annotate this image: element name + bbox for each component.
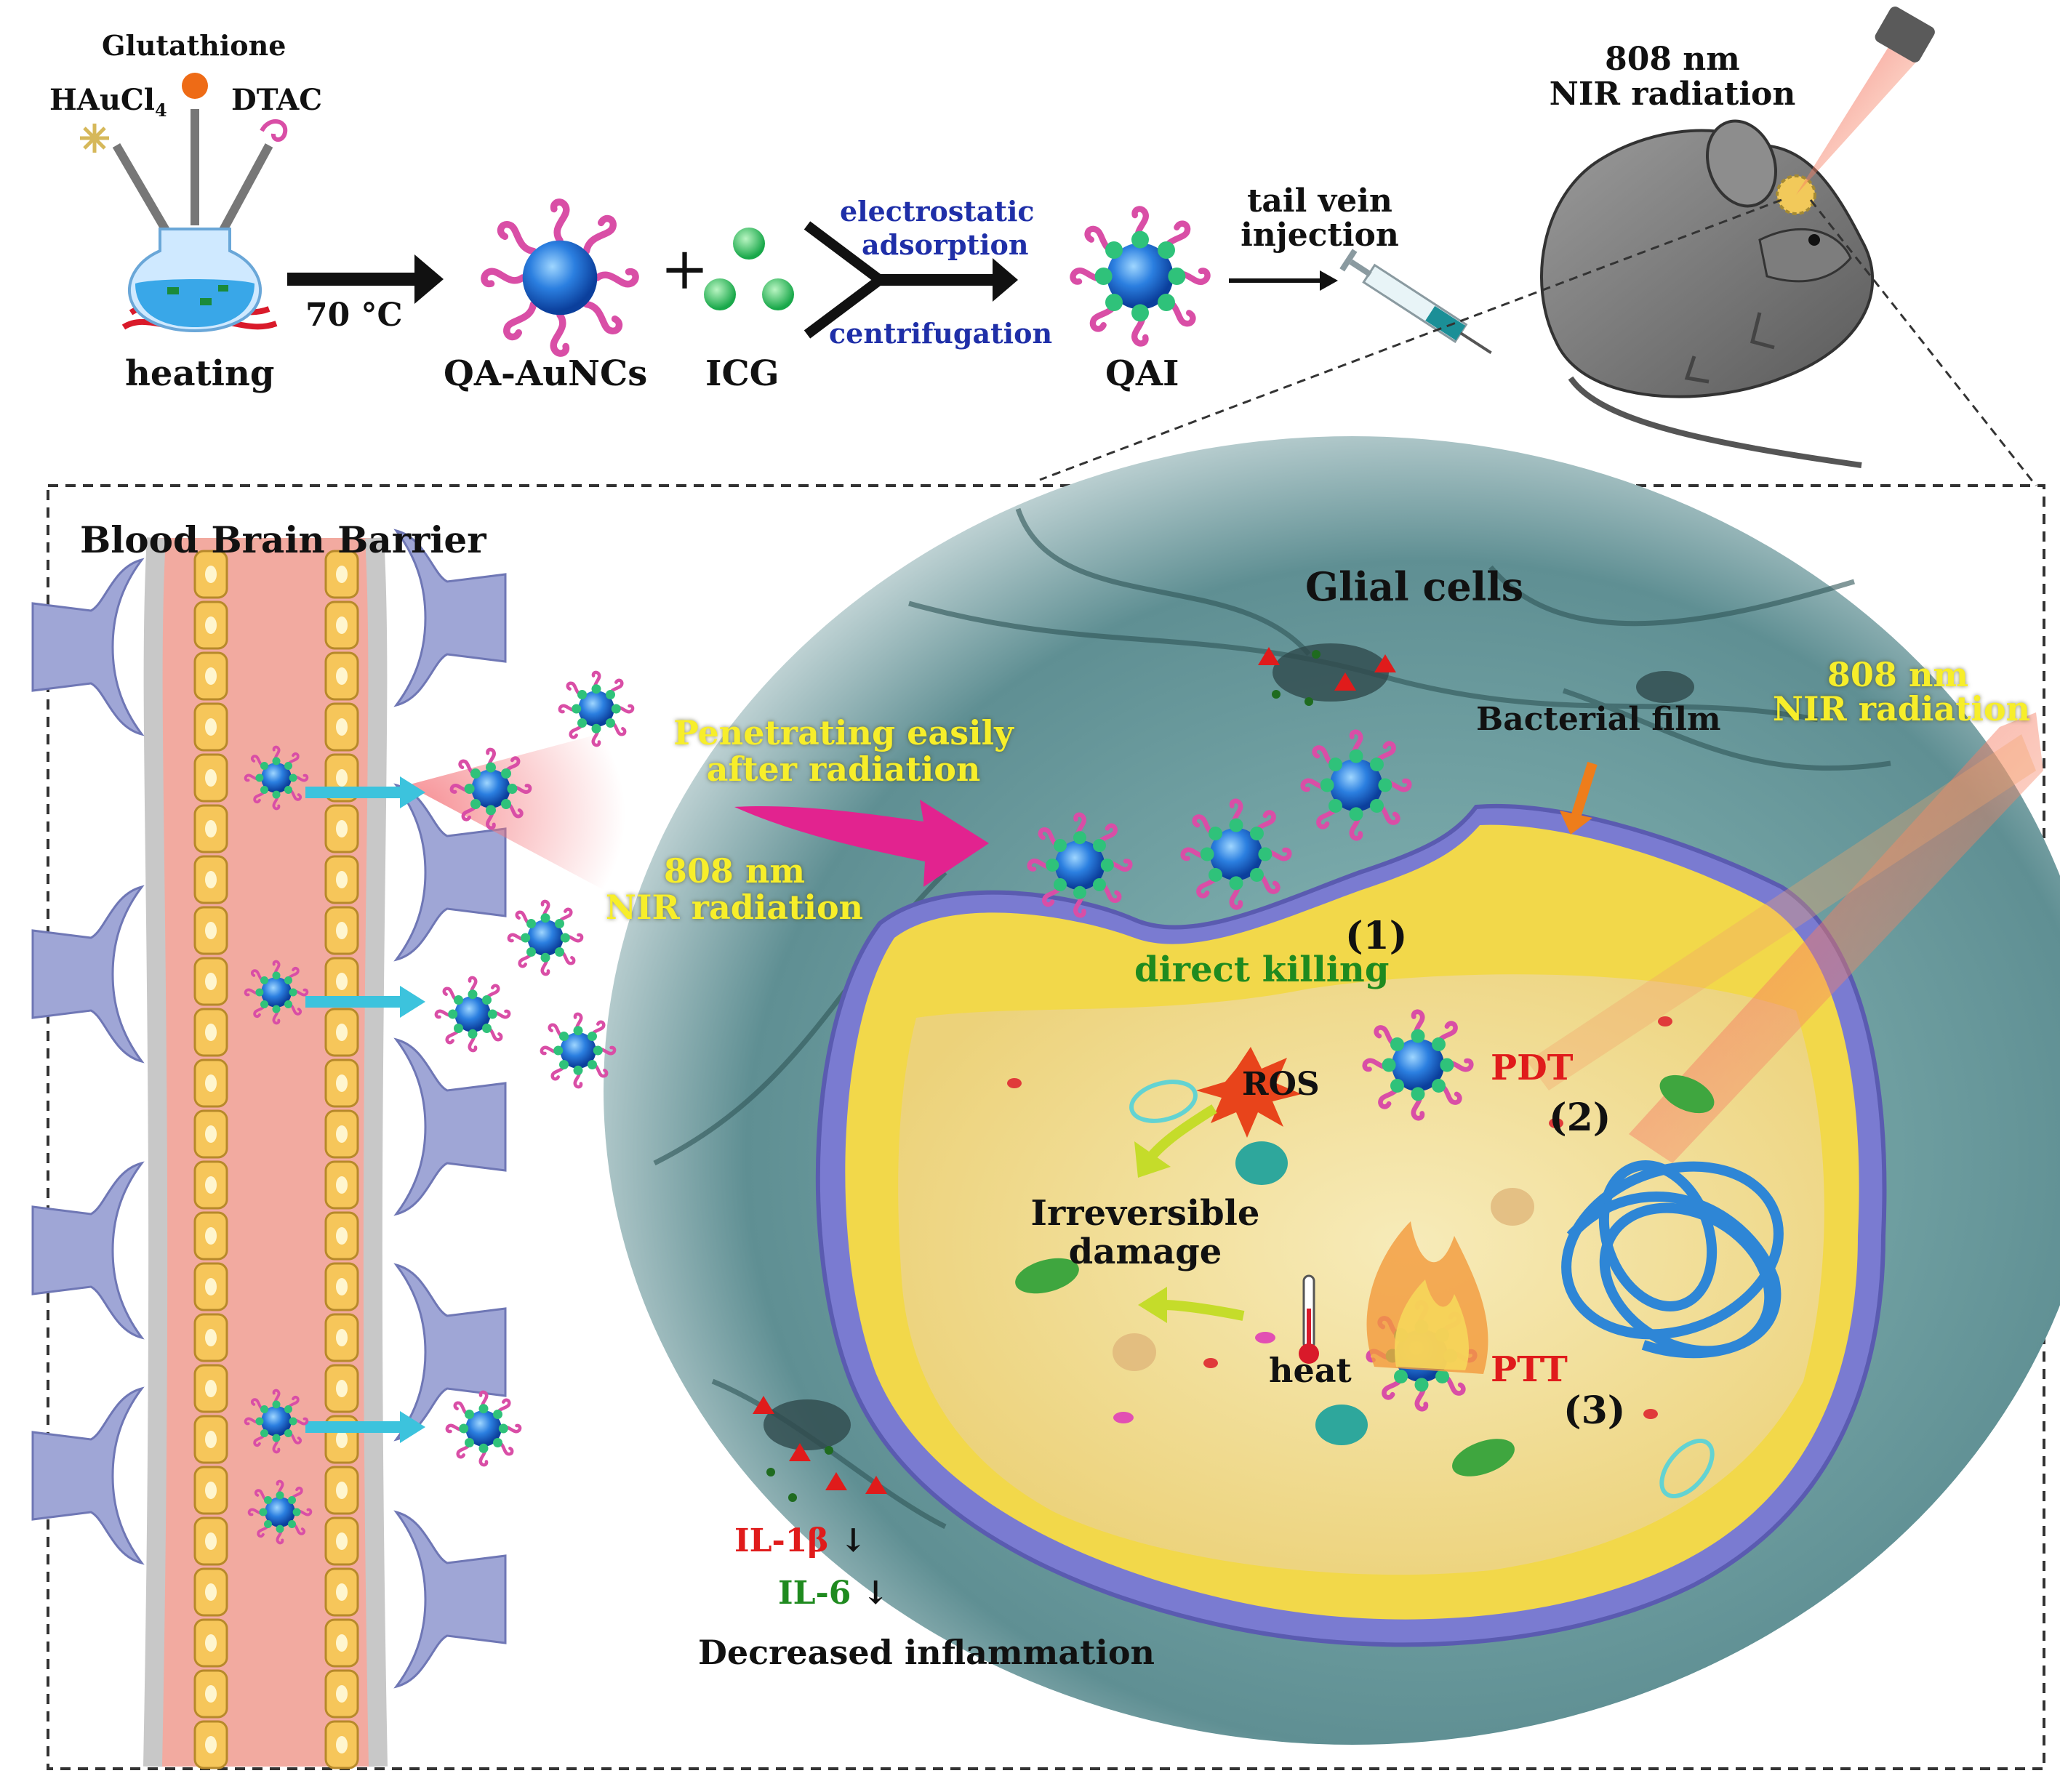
step-2-label: (2)	[1549, 1096, 1611, 1140]
il1b-label: IL-1β	[734, 1522, 829, 1559]
bacteria-debris	[1007, 1016, 1715, 1499]
il6-label: IL-6	[778, 1575, 851, 1612]
ros-label: ROS	[1242, 1066, 1320, 1103]
qa-aunc-nanoparticle-icon	[484, 202, 636, 353]
qai-nanoparticle-icon	[1073, 209, 1207, 343]
il1b-arrow: ↓	[839, 1522, 867, 1559]
right-nir-wavelength: 808 nm	[1827, 655, 1969, 694]
glutathione-dot-icon	[182, 73, 208, 99]
cytokine-markers	[753, 647, 1396, 1502]
thermometer-icon	[1299, 1274, 1319, 1364]
adsorption-arrow	[803, 221, 1018, 339]
right-nir-radiation: NIR radiation	[1772, 689, 2031, 728]
il6-row: IL-6 ↓	[778, 1578, 889, 1610]
bbb-title: Blood Brain Barrier	[80, 518, 486, 561]
glial-cells-label: Glial cells	[1305, 563, 1524, 610]
injection-label: injection	[1241, 217, 1399, 254]
icg-label: ICG	[705, 353, 779, 394]
direct-killing-label: direct killing	[1134, 949, 1390, 990]
dtac-label: DTAC	[231, 83, 323, 117]
icg-molecules-icon	[704, 228, 794, 310]
ptt-label: PTT	[1491, 1349, 1568, 1390]
haucl4-star-icon	[80, 124, 109, 153]
decreased-inflammation-label: Decreased inflammation	[698, 1633, 1155, 1672]
mouse-icon	[1540, 119, 1875, 468]
bbb-nir-wavelength: 808 nm	[663, 851, 806, 891]
plus-sign: +	[660, 235, 710, 302]
laser-device-icon	[1796, 7, 1935, 195]
haucl4-subscript: 4	[154, 100, 167, 121]
heating-label: heating	[125, 353, 275, 394]
heating-arrow	[287, 254, 444, 304]
penetrating-arrow	[734, 800, 989, 887]
bacterial-film-arrowhead	[1560, 811, 1592, 835]
ros-burst-icon	[1196, 1047, 1302, 1138]
bacterium-cell	[815, 803, 1887, 1647]
adsorption-label: adsorption	[862, 228, 1029, 261]
nir-beam-right	[1629, 712, 2043, 1163]
dtac-molecule-icon	[260, 119, 288, 142]
nir-beam-secondary	[1527, 734, 2036, 1090]
qai-label: QAI	[1105, 353, 1179, 394]
bacterial-film-label: Bacterial film	[1476, 701, 1721, 738]
qa-aunc-label: QA-AuNCs	[444, 353, 648, 394]
penetrating-line2: after radiation	[706, 750, 981, 789]
dna-coil-icon	[1561, 1160, 1784, 1359]
temperature-label: 70 °C	[305, 297, 403, 334]
damage-arrows	[1134, 1104, 1245, 1323]
bacterial-film-arrow	[1569, 761, 1598, 824]
haucl4-text: HAuCl	[49, 83, 155, 117]
centrifugation-label: centrifugation	[829, 317, 1053, 350]
step-1-label: (1)	[1345, 914, 1408, 958]
irreversible-line2: damage	[1068, 1232, 1222, 1272]
bbb-nir-radiation: NIR radiation	[605, 888, 864, 927]
il1b-row: IL-1β ↓	[734, 1525, 867, 1557]
injection-arrow	[1229, 270, 1338, 291]
transport-arrows	[305, 776, 425, 1443]
step-3-label: (3)	[1563, 1389, 1626, 1433]
irreversible-line1: Irreversible	[1030, 1193, 1260, 1234]
penetrating-line1: Penetrating easily	[673, 713, 1014, 752]
haucl4-label: HAuCl4	[49, 86, 167, 119]
glutathione-label: Glutathione	[102, 29, 286, 62]
syringe-icon	[1339, 249, 1492, 355]
heat-label: heat	[1269, 1351, 1352, 1390]
il6-arrow: ↓	[862, 1575, 889, 1612]
top-nir-radiation-label: NIR radiation	[1549, 76, 1796, 113]
electrostatic-label: electrostatic	[840, 195, 1035, 228]
fire-icon	[1366, 1221, 1488, 1374]
synthesis-flask-icon	[80, 73, 288, 333]
pdt-label: PDT	[1491, 1048, 1574, 1088]
zoom-lines	[1039, 198, 2037, 486]
tail-vein-label: tail vein	[1247, 182, 1392, 220]
top-nir-wavelength-label: 808 nm	[1605, 41, 1740, 78]
